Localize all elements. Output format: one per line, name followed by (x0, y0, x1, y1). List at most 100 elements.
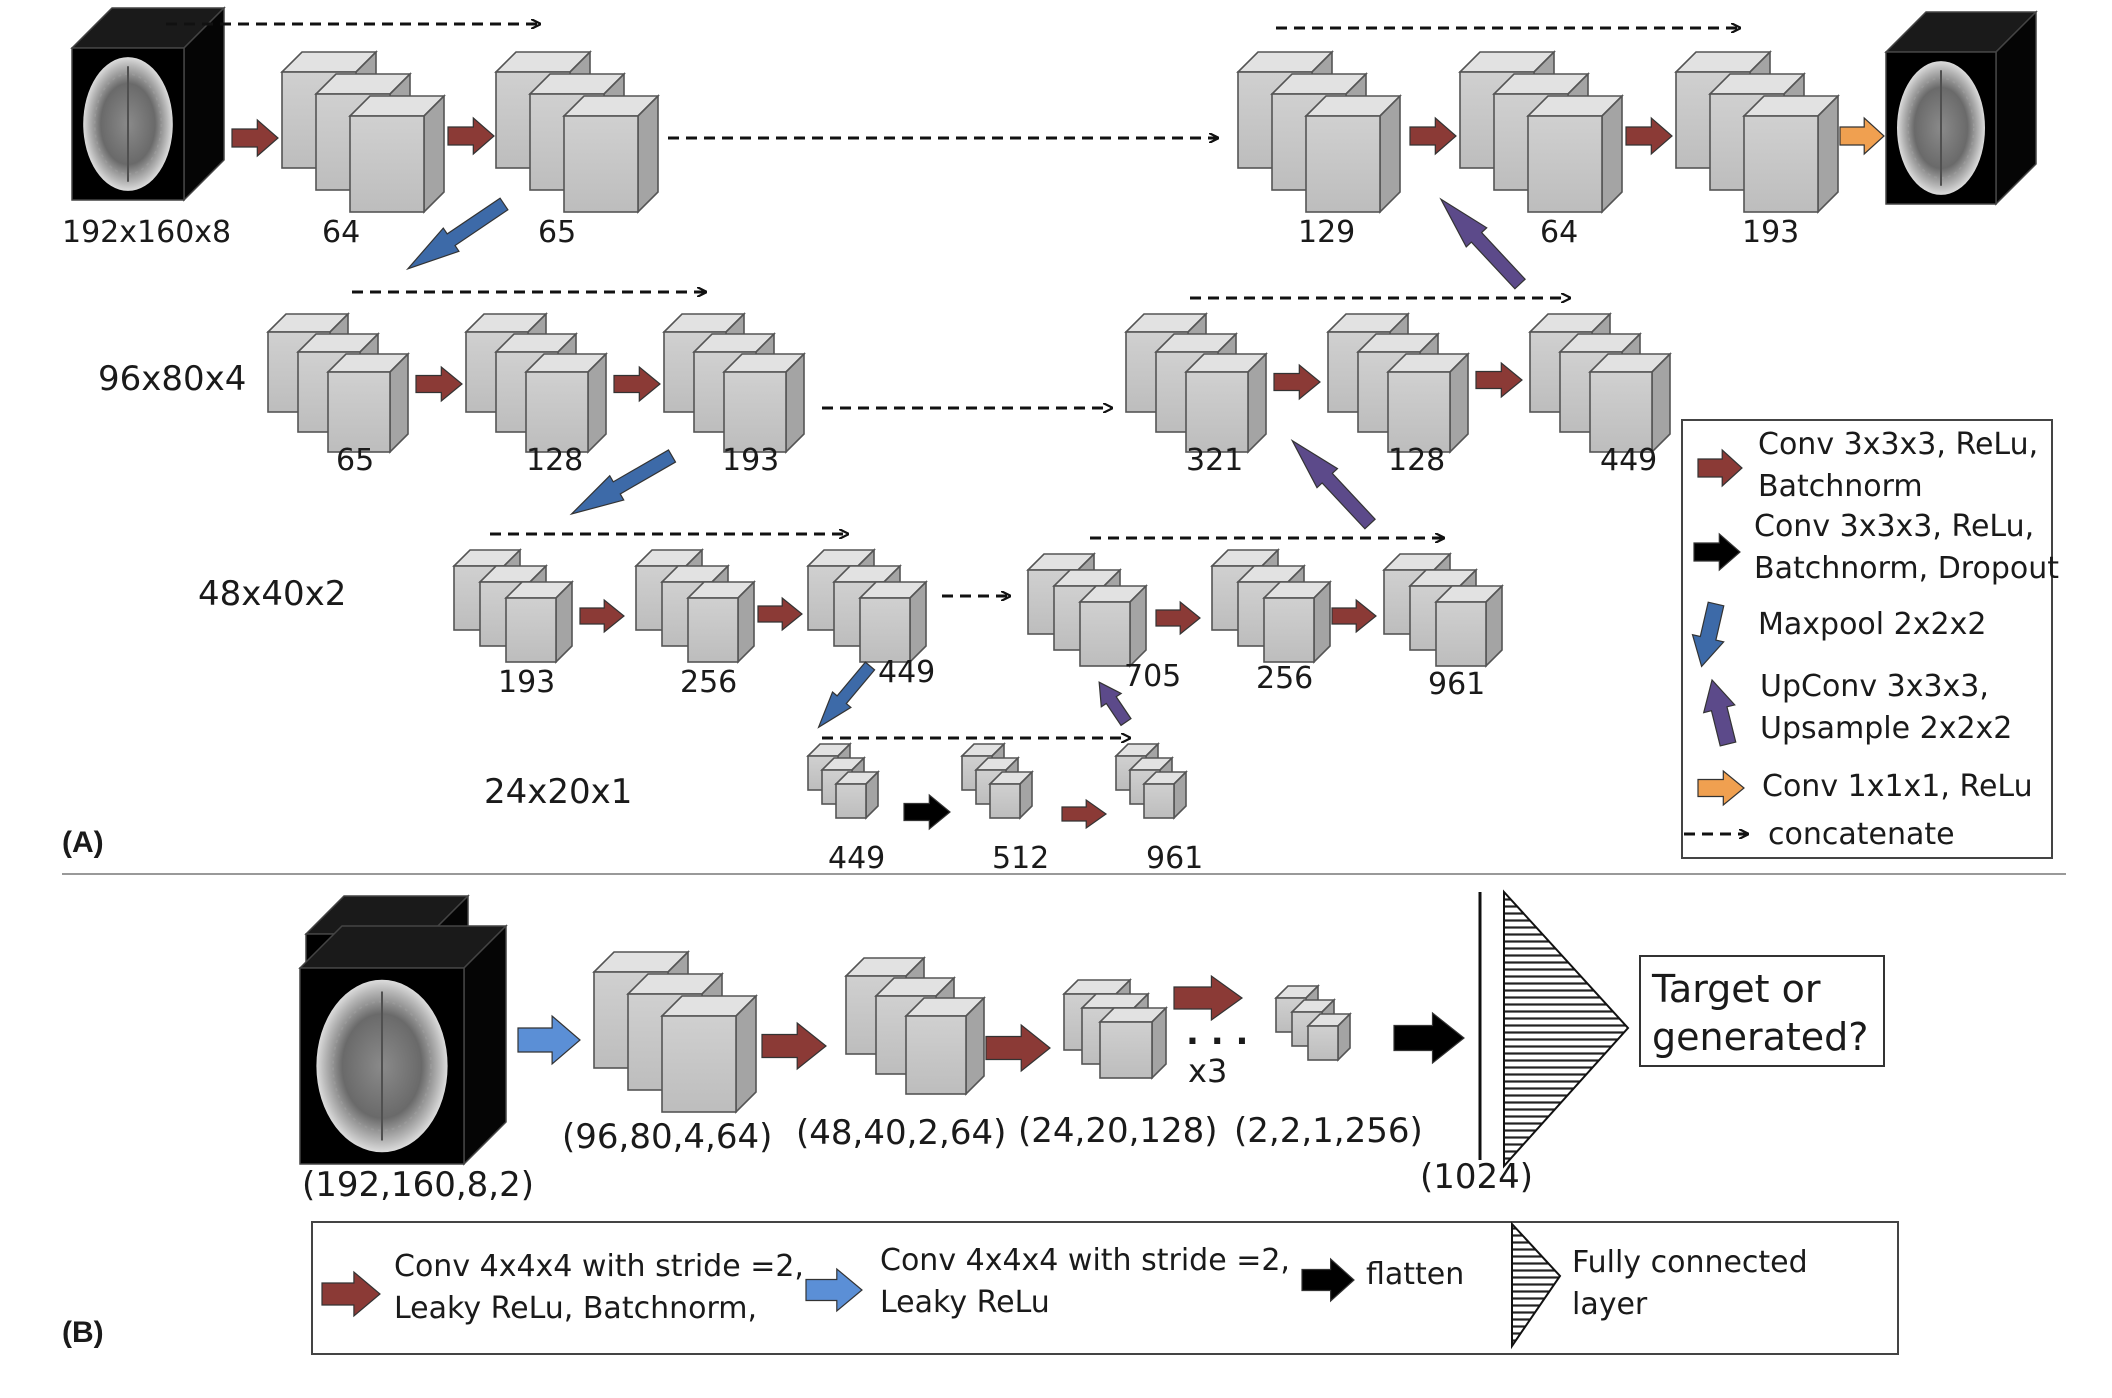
dec3c-stack (1382, 552, 1504, 668)
red-arrow-icon (1697, 448, 1743, 488)
cube-front-face (1589, 371, 1653, 453)
cube-front-face (661, 1015, 737, 1113)
shape-layer (62, 6, 2066, 1355)
arrow-shape (761, 1021, 827, 1071)
legend-a-text: Conv 3x3x3, ReLu, (1758, 427, 2038, 462)
arrow-shape (415, 365, 463, 403)
red-arrow-icon (985, 1023, 1051, 1073)
shape-label: (96,80,4,64) (562, 1117, 772, 1157)
output-brain-volume (1884, 10, 2038, 206)
legend-a-text: Upsample 2x2x2 (1760, 711, 2012, 746)
legend-a-text: Conv 3x3x3, ReLu, (1754, 509, 2034, 544)
cube-side-face (1449, 352, 1469, 454)
hatched-triangle-icon (1511, 1221, 1562, 1350)
channel-label: 128 (526, 443, 583, 478)
b-l4-stack (1274, 984, 1352, 1062)
dec1b-stack (1458, 50, 1624, 214)
legend-b-text: flatten (1366, 1257, 1464, 1292)
legend-a-box (1681, 419, 2053, 859)
red-arrow-icon (1625, 116, 1673, 156)
legend-a-text: concatenate (1768, 817, 1955, 852)
cube-side-face (1651, 352, 1671, 454)
b-l3-stack (1062, 978, 1168, 1080)
arrow-shape (903, 793, 951, 831)
cube-front-face (327, 371, 391, 453)
volume-side-face (463, 924, 507, 1166)
channel-label: 961 (1146, 841, 1203, 876)
shape-label: (1024) (1420, 1157, 1533, 1197)
red-arrow-icon (761, 1021, 827, 1071)
arrow-shape (1625, 116, 1673, 156)
bot-c-stack (1114, 742, 1188, 820)
panel-b: (B) (192,160,8,2) (96,80,4,64) (48,40,2,… (62, 967, 1868, 1349)
legend-a-text: Batchnorm, Dropout (1754, 551, 2059, 586)
cube-front-face (723, 371, 787, 453)
dec1a-stack (1236, 50, 1402, 214)
light-blue-arrow-icon (517, 1014, 581, 1066)
black-arrow-icon (1393, 1011, 1465, 1065)
dec2c-stack (1528, 312, 1672, 454)
panel-b-label: (B) (62, 1316, 104, 1349)
arrow-shape (1475, 361, 1523, 399)
arrow-shape (579, 598, 625, 634)
channel-label: 961 (1428, 667, 1485, 702)
legend-b-text: Leaky ReLu, Batchnorm, (394, 1291, 757, 1326)
arrow-shape (1697, 448, 1743, 488)
channel-label: 193 (498, 665, 555, 700)
arrow-shape (1697, 769, 1745, 807)
arrow-shape (231, 118, 279, 158)
arrow-shape (985, 1023, 1051, 1073)
enc3a-stack (452, 548, 574, 664)
channel-label: 65 (538, 215, 576, 250)
legend-a-text: UpConv 3x3x3, (1760, 669, 1989, 704)
red-arrow-icon (415, 365, 463, 403)
cube-side-face (965, 996, 985, 1096)
channel-label: 193 (722, 443, 779, 478)
cube-front-face (1387, 371, 1451, 453)
repeat-dots: . . . (1186, 1013, 1248, 1053)
cube-side-face (423, 94, 445, 214)
input-brain-volume (298, 924, 508, 1166)
fc-hatched-triangle (1503, 889, 1630, 1169)
red-arrow-icon (1173, 974, 1244, 1022)
legend-b-text: Conv 4x4x4 with stride =2, (394, 1249, 804, 1284)
cube-front-face (525, 371, 589, 453)
legend-a-text: Batchnorm (1758, 469, 1923, 504)
cube-front-face (1099, 1021, 1153, 1079)
arrow-shape (447, 116, 495, 156)
dec2b-stack (1326, 312, 1470, 454)
b-l1-stack (592, 950, 758, 1114)
output-decision-box (1639, 955, 1885, 1067)
cube-front-face (835, 783, 867, 819)
blue-arrow-icon (817, 661, 876, 729)
legend-a-text: Conv 1x1x1, ReLu (1762, 769, 2033, 804)
level3-dims-label: 48x40x2 (198, 574, 346, 614)
bot-b-stack (960, 742, 1034, 820)
channel-label: 65 (336, 443, 374, 478)
cube-front-face (1743, 115, 1819, 213)
red-arrow-icon (757, 596, 803, 632)
blue-arrow-icon (569, 449, 677, 516)
dec2a-stack (1124, 312, 1268, 454)
legend-b-text: Leaky ReLu (880, 1285, 1050, 1320)
cube-front-face (1185, 371, 1249, 453)
cube-side-face (1247, 352, 1267, 454)
channel-label: 449 (878, 655, 935, 690)
level2-dims-label: 96x80x4 (98, 359, 246, 399)
channel-label: 128 (1388, 443, 1445, 478)
orange-arrow-icon (1697, 769, 1745, 807)
arrow-shape (757, 596, 803, 632)
red-arrow-icon (447, 116, 495, 156)
red-arrow-icon (1061, 798, 1108, 830)
cube-front-face (1143, 783, 1175, 819)
enc2a-stack (266, 312, 410, 454)
red-arrow-icon (231, 118, 279, 158)
cube-front-face (1307, 1025, 1339, 1061)
enc3b-stack (634, 548, 756, 664)
arrow-shape (1691, 601, 1725, 668)
arrow-shape (1173, 974, 1244, 1022)
channel-label: 512 (992, 841, 1049, 876)
channel-label: 449 (1600, 443, 1657, 478)
